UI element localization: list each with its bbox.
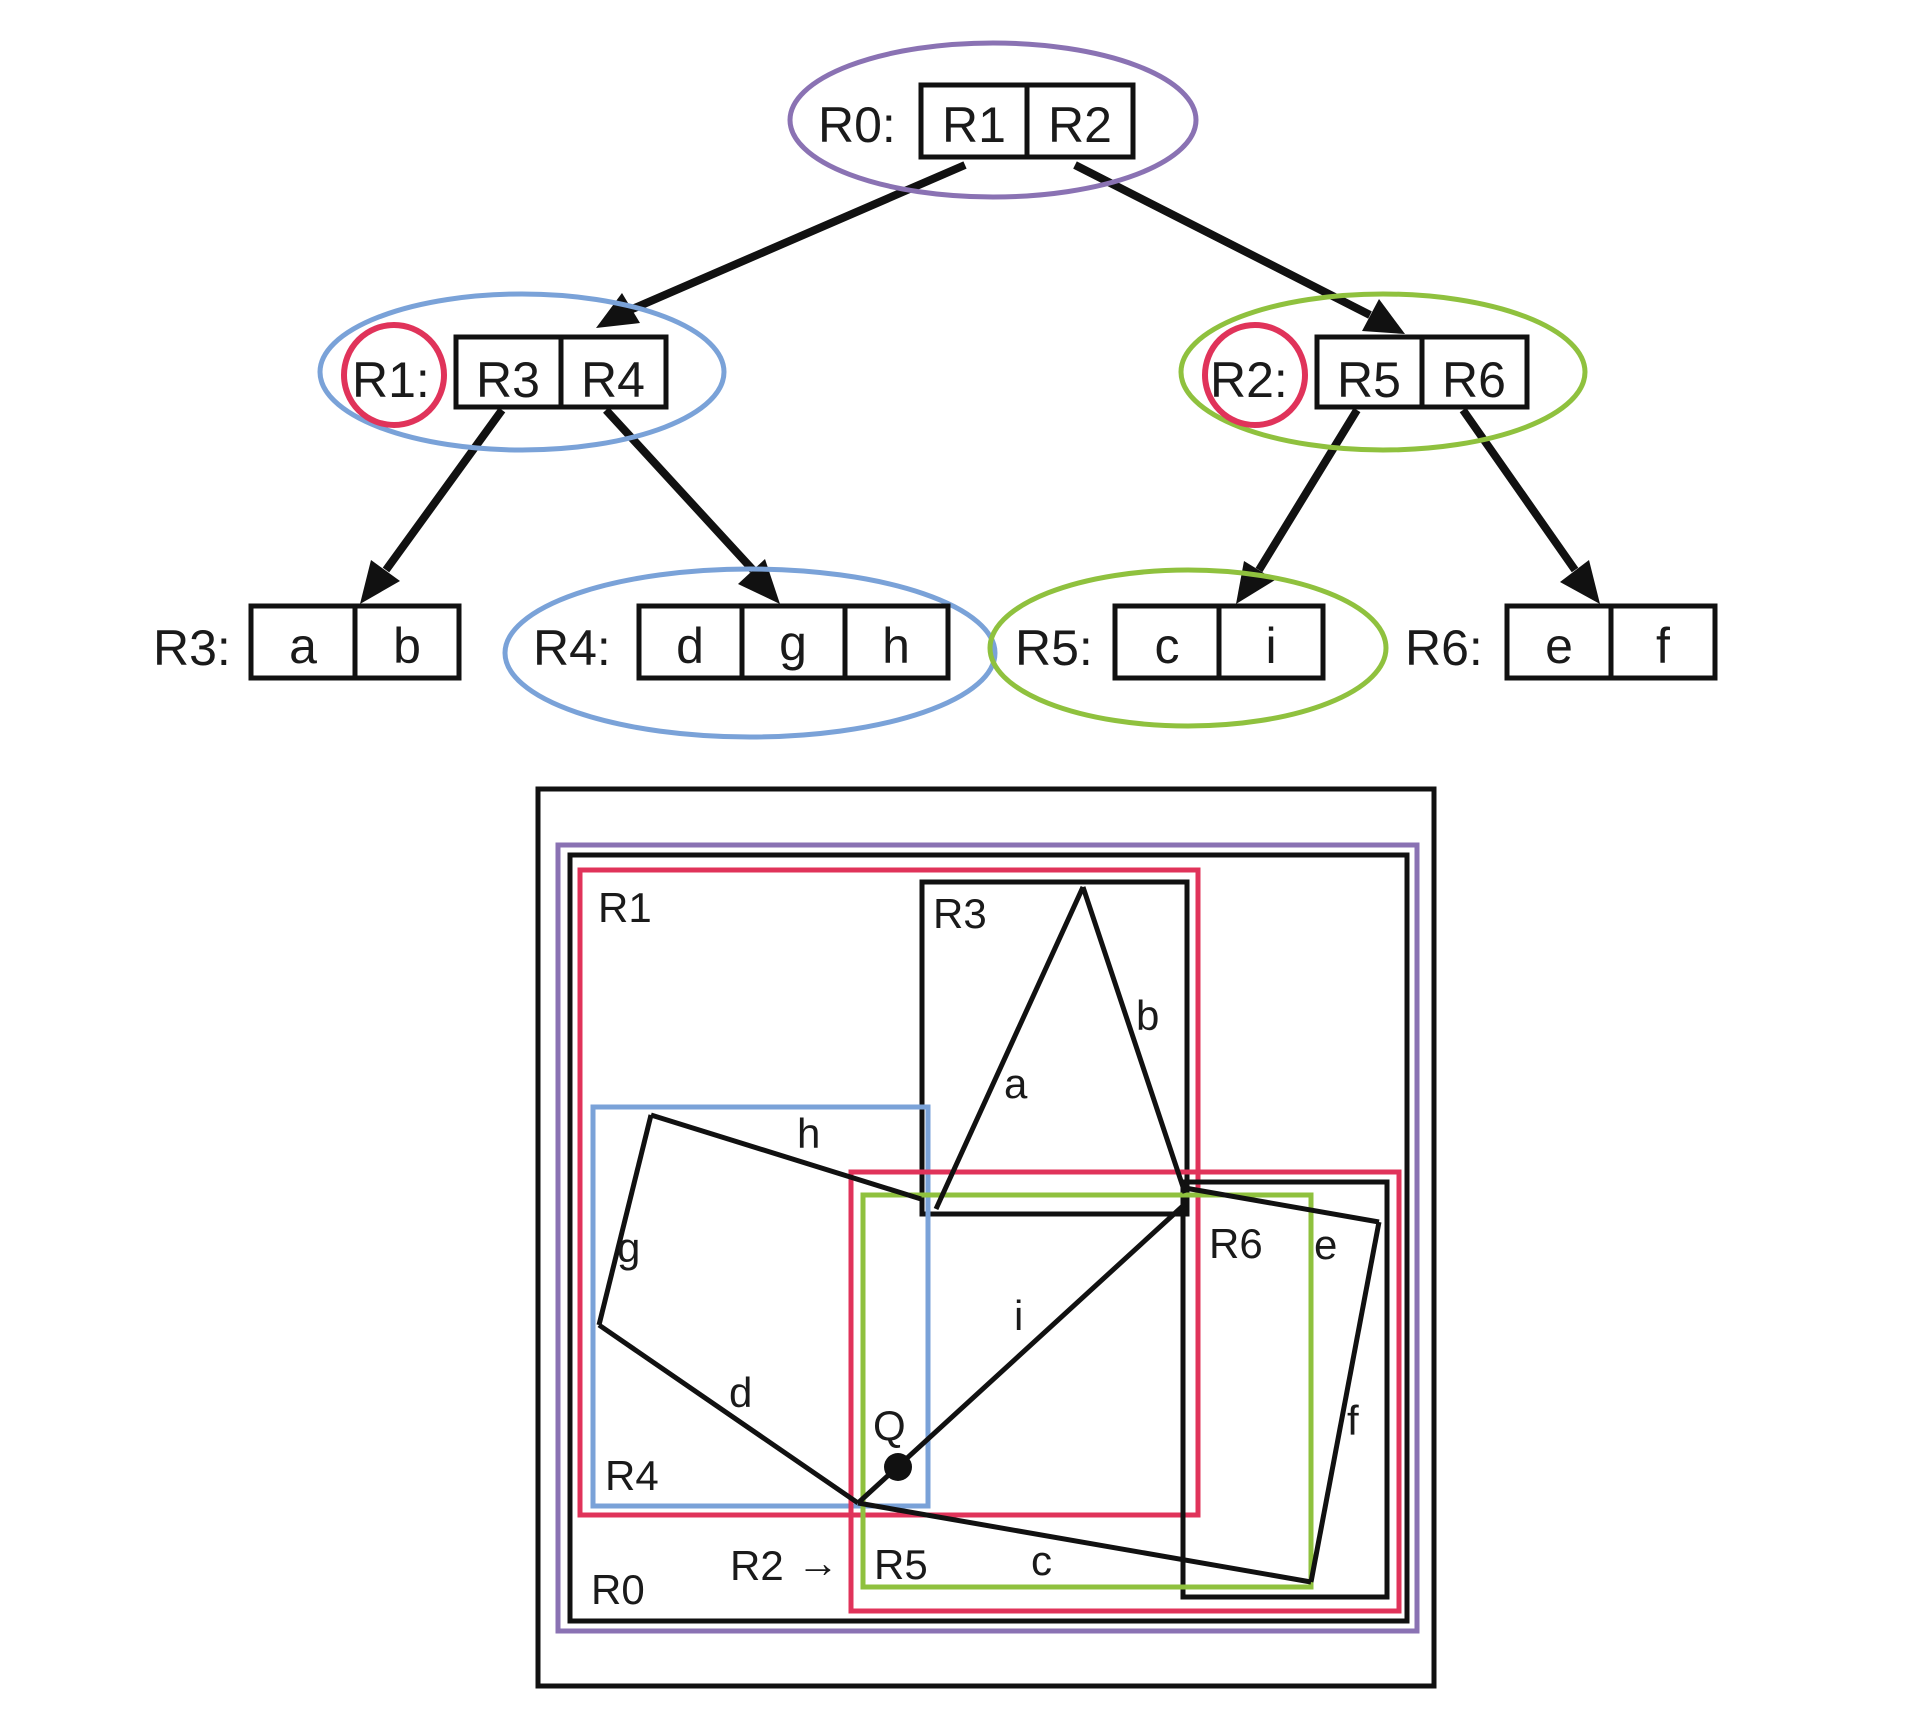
rect-r2	[848, 1169, 1402, 1614]
highlight-ellipse-r1	[317, 291, 727, 453]
tree-node-r1: R1: R3 R4	[317, 291, 727, 453]
cell-r2-r6: R6	[1442, 352, 1506, 408]
segment-c	[857, 1500, 1312, 1585]
highlight-ellipse-r0	[787, 40, 1199, 200]
segment-b	[1080, 886, 1188, 1194]
r2-arrow: →	[797, 1539, 839, 1586]
node-label-r1: R1:	[352, 352, 430, 408]
cell-r2-r5: R5	[1337, 352, 1401, 408]
label-segment-i: i	[1014, 1292, 1023, 1339]
cell-r4-g: g	[779, 615, 807, 671]
cell-box-r1-0	[453, 334, 564, 410]
rect-r6	[1180, 1179, 1390, 1600]
segment-d	[597, 1322, 860, 1506]
cell-r1-r4: R4	[581, 352, 645, 408]
label-r6: R6	[1209, 1220, 1263, 1267]
cell-box-r3-1	[352, 603, 462, 681]
cell-r6-e: e	[1545, 618, 1573, 674]
edge-r0-r1	[628, 161, 967, 314]
cell-box-r4-2	[842, 603, 951, 681]
tree-leaf-r6: R6: e f	[1405, 603, 1718, 681]
label-segment-d: d	[729, 1369, 752, 1416]
arrowhead-r3	[360, 560, 400, 604]
tree-leaf-r5: R5: c i	[987, 567, 1389, 729]
rect-r0	[567, 852, 1410, 1624]
cell-r4-h: h	[882, 618, 910, 674]
label-segment-a: a	[1004, 1060, 1028, 1107]
cell-box-r0-1	[1024, 82, 1136, 160]
label-segment-g: g	[617, 1224, 640, 1271]
cell-box-r6-1	[1608, 603, 1718, 681]
arrowhead-r2	[1362, 299, 1405, 334]
label-r3: R3	[933, 890, 987, 937]
cell-r3-a: a	[289, 618, 317, 674]
label-r5: R5	[874, 1541, 928, 1588]
label-r0: R0	[591, 1566, 645, 1613]
cell-r0-r1: R1	[942, 97, 1006, 153]
cell-r5-i: i	[1265, 618, 1276, 674]
cell-r1-r3: R3	[476, 352, 540, 408]
cell-box-r5-1	[1216, 603, 1326, 681]
rect-r3	[919, 879, 1190, 1217]
highlight-ellipse-r2	[1178, 291, 1588, 453]
tree-leaf-r3: R3: a b	[153, 603, 462, 681]
outer-frame	[535, 786, 1437, 1689]
tree-node-r2: R2: R5 R6	[1178, 291, 1588, 453]
leaf-label-r5: R5:	[1015, 620, 1093, 676]
rect-r5	[860, 1192, 1314, 1590]
highlight-circle-r1-label	[341, 322, 447, 428]
highlight-ellipse-r4	[502, 566, 998, 740]
label-segment-h: h	[797, 1110, 820, 1157]
label-segment-b: b	[1136, 992, 1159, 1039]
cell-r3-b: b	[393, 618, 421, 674]
cell-box-r1-1	[558, 334, 669, 410]
edge-r2-r5	[1255, 407, 1361, 573]
segment-g	[596, 1114, 654, 1326]
leaf-label-r4: R4:	[533, 620, 611, 676]
tree-leaf-r4: R4: d g h	[502, 566, 998, 740]
arrowhead-r1	[596, 293, 640, 328]
edge-r1-r4	[603, 407, 756, 573]
highlight-ellipse-r5	[987, 567, 1389, 729]
cell-r6-f: f	[1656, 618, 1670, 674]
rect-r0-purple	[555, 842, 1420, 1634]
label-query-point: Q	[873, 1402, 906, 1449]
segment-h	[650, 1112, 922, 1202]
label-segment-e: e	[1314, 1221, 1337, 1268]
cell-box-r3-0	[248, 603, 358, 681]
segment-f	[1308, 1221, 1382, 1583]
cell-r5-c: c	[1155, 618, 1180, 674]
label-segment-f: f	[1347, 1397, 1359, 1444]
segments	[596, 885, 1382, 1585]
arrowhead-r6	[1560, 560, 1600, 604]
edge-r1-r3	[382, 407, 506, 573]
rect-r4	[590, 1104, 931, 1509]
leaf-label-r6: R6:	[1405, 620, 1483, 676]
arrowhead-r4	[738, 559, 780, 604]
arrowhead-r5	[1236, 561, 1275, 604]
label-r2: R2	[730, 1542, 784, 1589]
cell-r4-d: d	[676, 618, 704, 674]
highlight-circle-r2-label	[1202, 322, 1308, 428]
edge-r2-r6	[1459, 407, 1579, 573]
query-point	[884, 1453, 912, 1481]
label-segment-c: c	[1031, 1537, 1052, 1584]
cell-box-r2-1	[1419, 334, 1530, 410]
segment-e	[1184, 1185, 1380, 1225]
segment-a	[933, 885, 1086, 1211]
label-r4: R4	[605, 1452, 659, 1499]
leaf-label-r3: R3:	[153, 620, 231, 676]
cell-r0-r2: R2	[1048, 97, 1112, 153]
tree-node-r0: R0: R1 R2	[787, 40, 1199, 200]
cell-box-r5-0	[1112, 603, 1222, 681]
segment-i	[856, 1202, 1187, 1505]
node-label-r0: R0:	[818, 97, 896, 153]
node-label-r2: R2:	[1210, 352, 1288, 408]
spatial-figure: R1 R3 R4 R6 R5 R0 R2 → a b h g d i c e f…	[535, 786, 1437, 1689]
edge-r0-r2	[1073, 161, 1372, 319]
label-r1: R1	[598, 884, 652, 931]
